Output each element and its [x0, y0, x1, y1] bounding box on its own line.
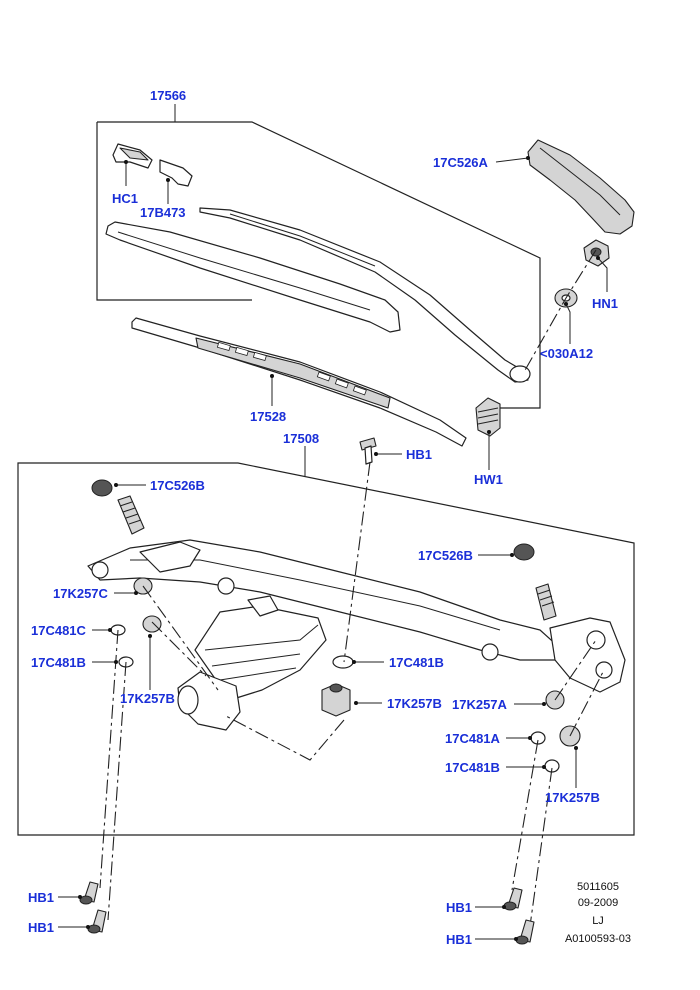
callout-17C526A: 17C526A: [433, 155, 489, 170]
callout-HB1-bottom-right-2: HB1: [446, 932, 472, 947]
callout-HB1-bottom-left-1: HB1: [28, 890, 54, 905]
callout-17C481B-right: 17C481B: [445, 760, 500, 775]
callout-17K257A: 17K257A: [452, 697, 508, 712]
callout-17C481A: 17C481A: [445, 731, 501, 746]
callout-HB1-bottom-right-1: HB1: [446, 900, 472, 915]
callout-leaders: [58, 104, 608, 941]
chain-lines: [99, 461, 605, 927]
hw1-bushing: [475, 397, 501, 437]
hn1-nut: [583, 239, 610, 267]
callout-17C481C: 17C481C: [31, 623, 87, 638]
arm-cap: [527, 139, 635, 235]
wiper-arm: [105, 207, 531, 383]
callout-17K257B-center: 17K257B: [387, 696, 442, 711]
linkage-left-spindle: [91, 479, 145, 535]
hc1-clip: [112, 143, 153, 169]
callout-17C481B-left: 17C481B: [31, 655, 86, 670]
callout-HB1-top: HB1: [406, 447, 432, 462]
meta-line-4: A0100593-03: [565, 933, 631, 945]
callout-17C481B-center: 17C481B: [389, 655, 444, 670]
linkage-right-spindle: [513, 543, 557, 621]
meta-line-2: 09-2009: [578, 897, 618, 909]
meta-line-3: LJ: [592, 915, 604, 927]
callout-17K257B-left: 17K257B: [120, 691, 175, 706]
wiper-arm-group-frame: [96, 121, 541, 409]
17B473-clip: [159, 159, 193, 187]
wiper-motor: [177, 595, 327, 731]
callout-17K257C: 17K257C: [53, 586, 109, 601]
callout-17K257B-right: 17K257B: [545, 790, 600, 805]
callout-17528: 17528: [250, 409, 286, 424]
callout-17508: 17508: [283, 431, 319, 446]
callout-HB1-bottom-left-2: HB1: [28, 920, 54, 935]
callout-17C526B-left: 17C526B: [150, 478, 205, 493]
linkage-group-frame: [17, 462, 635, 836]
callout-030A12: <030A12: [540, 346, 593, 361]
callout-HW1: HW1: [474, 472, 503, 487]
callout-HN1: HN1: [592, 296, 618, 311]
grommet-center: [321, 655, 354, 717]
callout-17B473: 17B473: [140, 205, 186, 220]
arm-centerline: [523, 249, 597, 373]
callout-17566: 17566: [150, 88, 186, 103]
meta-line-1: 5011605: [577, 881, 619, 893]
wiper-blade: [131, 317, 467, 447]
linkage-frame: [87, 539, 626, 693]
callout-17C526B-right: 17C526B: [418, 548, 473, 563]
callout-HC1: HC1: [112, 191, 138, 206]
hb1-bolt-top: [359, 437, 377, 465]
